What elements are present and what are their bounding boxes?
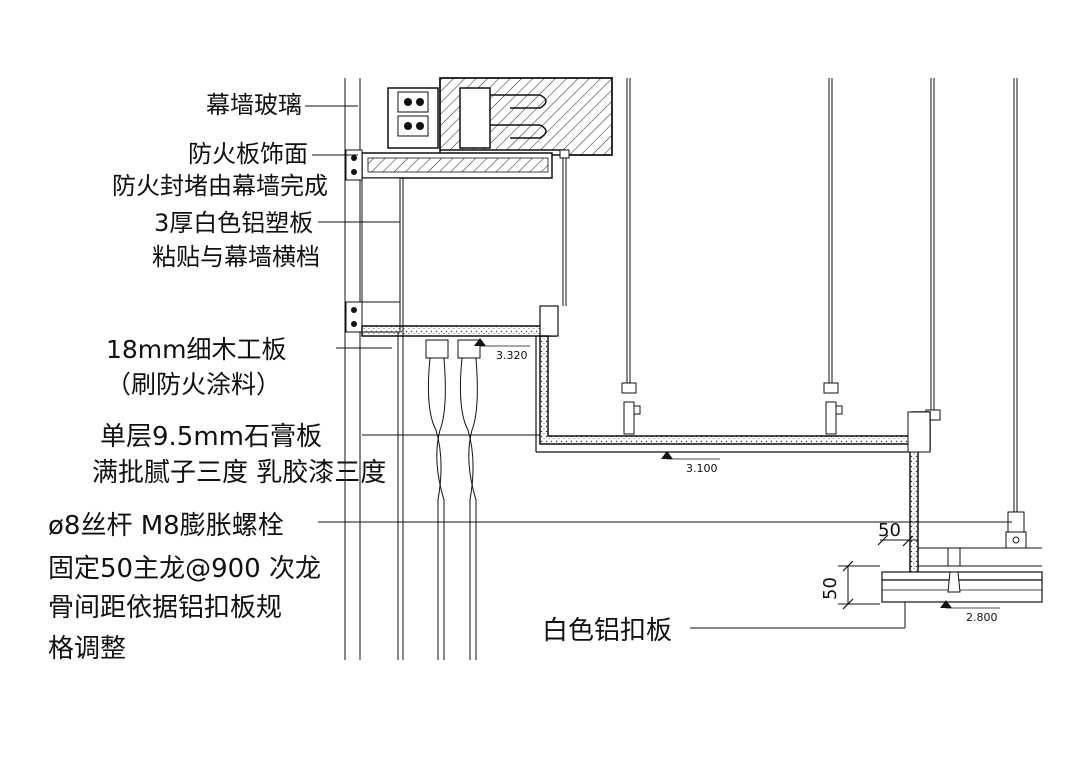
dimension-50-vertical: 50 bbox=[820, 577, 841, 600]
leader-lines bbox=[305, 105, 1012, 629]
gypsum-board-profile bbox=[535, 335, 931, 577]
label-fire-seal: 防火封堵由幕墙完成 bbox=[112, 172, 328, 200]
dimension-lines bbox=[838, 534, 918, 610]
label-keel-3: 格调整 bbox=[48, 634, 126, 664]
hanger-clips bbox=[621, 382, 1027, 549]
label-alu-panel: 白色铝扣板 bbox=[542, 616, 672, 646]
label-alu-plastic-1: 3厚白色铝塑板 bbox=[154, 209, 313, 237]
light-fixtures bbox=[425, 339, 481, 660]
label-fireboard-face: 防火板饰面 bbox=[188, 140, 308, 168]
label-keel-2: 骨间距依据铝扣板规 bbox=[48, 593, 282, 623]
elevation-3100: 3.100 bbox=[686, 462, 718, 475]
dimension-50-horizontal: 50 bbox=[878, 520, 901, 541]
label-putty: 满批腻子三度 乳胶漆三度 bbox=[92, 458, 386, 488]
suspension-rods bbox=[559, 78, 1018, 512]
label-fire-paint: （刷防火涂料） bbox=[106, 370, 281, 399]
label-gypsum: 单层9.5mm石膏板 bbox=[100, 422, 322, 452]
label-blockboard: 18mm细木工板 bbox=[106, 335, 287, 364]
alu-ceiling-panel bbox=[881, 547, 1043, 603]
elevation-3320: 3.320 bbox=[496, 349, 528, 362]
elevation-2800: 2.800 bbox=[966, 611, 998, 624]
elevation-markers bbox=[474, 338, 1000, 609]
label-curtain-glass: 幕墙玻璃 bbox=[206, 91, 302, 119]
curtain-anchor-bracket bbox=[387, 87, 547, 149]
fireboard-band bbox=[345, 149, 553, 181]
label-rod: ø8丝杆 M8膨胀螺栓 bbox=[48, 511, 284, 541]
blockboard-layer bbox=[361, 305, 559, 337]
label-alu-plastic-2: 粘贴与幕墙横档 bbox=[152, 243, 320, 271]
label-keel-1: 固定50主龙@900 次龙 bbox=[48, 554, 321, 584]
